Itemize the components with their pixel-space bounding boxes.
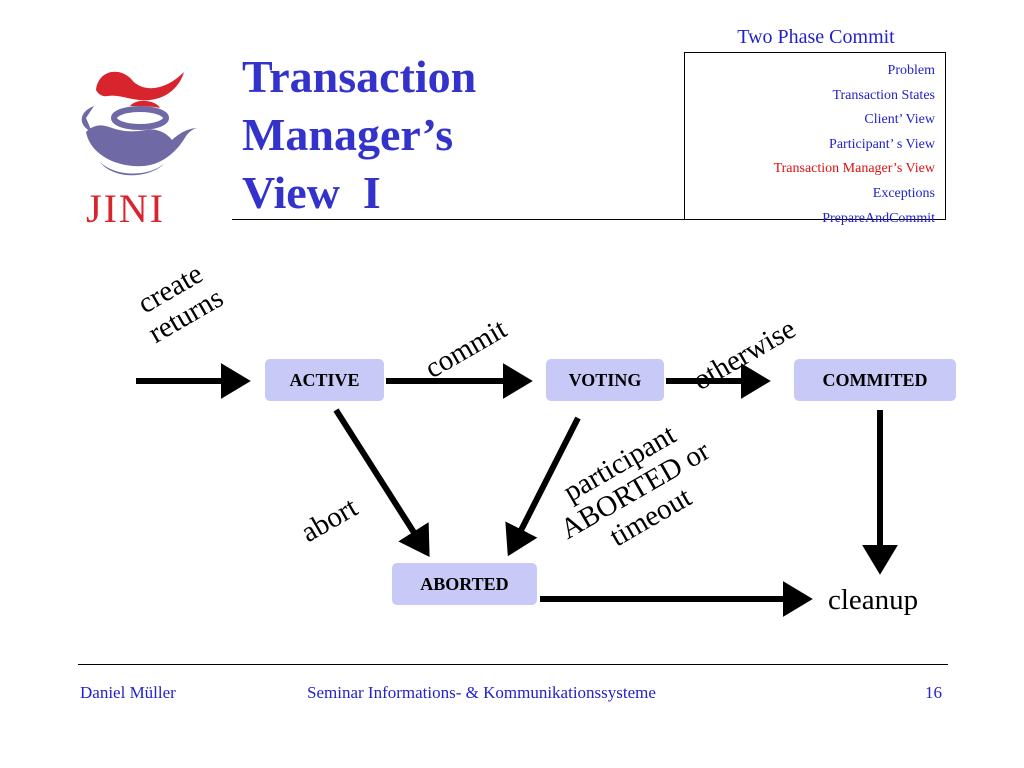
- page-title: Transaction Manager’s View I: [242, 48, 476, 222]
- title-line-1: Transaction: [242, 51, 477, 102]
- nav-item-problem[interactable]: Problem: [887, 63, 935, 78]
- state-commited: COMMITED: [794, 359, 956, 401]
- state-aborted: ABORTED: [392, 563, 537, 605]
- title-line-2: Manager’s: [242, 109, 454, 160]
- logo-text: JINI: [86, 186, 165, 231]
- state-voting: VOTING: [546, 359, 664, 401]
- jini-lamp-icon: JINI: [81, 71, 198, 231]
- footer-divider: [78, 664, 948, 665]
- nav-item-prepare-and-commit[interactable]: PrepareAndCommit: [822, 210, 935, 226]
- nav-heading[interactable]: Two Phase Commit: [737, 26, 895, 48]
- state-active: ACTIVE: [265, 359, 384, 401]
- footer-author: Daniel Müller: [80, 683, 176, 702]
- nav-item-client-view[interactable]: Client’ View: [864, 112, 935, 128]
- title-divider: [232, 219, 684, 220]
- arrow-voting-to-aborted: [505, 416, 581, 557]
- nav-item-participant-view[interactable]: Participant’ s View: [829, 136, 935, 152]
- footer-seminar: Seminar Informations- & Kommunikationssy…: [307, 683, 656, 702]
- jini-logo: JINI: [68, 62, 198, 237]
- title-line-3: View I: [242, 167, 381, 218]
- nav-item-transaction-manager-view[interactable]: Transaction Manager’s View: [773, 161, 935, 177]
- footer-page-number: 16: [925, 683, 942, 702]
- nav-item-transaction-states[interactable]: Transaction States: [832, 87, 935, 103]
- nav-item-exceptions[interactable]: Exceptions: [872, 185, 935, 201]
- arrow-active-to-aborted: [333, 408, 430, 558]
- terminal-cleanup: cleanup: [828, 584, 919, 616]
- nav-panel: Problem Transaction States Client’ View …: [684, 52, 946, 226]
